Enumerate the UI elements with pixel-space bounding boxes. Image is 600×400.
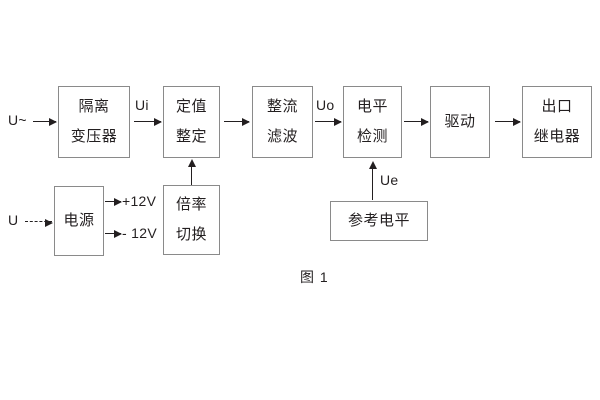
arrow-rail-negative — [105, 229, 122, 238]
arrow-input-ac-to-isolation-transformer — [33, 117, 57, 126]
block-output-relay-line2: 继电器 — [533, 128, 581, 145]
block-reference-level: 参考电平 — [330, 201, 428, 241]
signal-ue-label: Ue — [380, 172, 399, 188]
signal-ui-label: Ui — [135, 97, 149, 113]
block-level-detection-line1: 电平 — [356, 98, 388, 116]
block-level-detection-line2: 检测 — [356, 128, 388, 145]
arrow-rail-positive — [105, 197, 122, 206]
input-ac-label: U~ — [8, 112, 27, 128]
arrow-rectifier-filter-to-level-detection — [315, 117, 342, 126]
block-power-supply: 电源 — [54, 186, 104, 256]
arrow-drive-to-output-relay — [495, 117, 521, 126]
block-output-relay-line1: 出口 — [541, 98, 573, 116]
figure-caption: 图 1 — [300, 269, 329, 285]
input-dc-label: U — [8, 212, 19, 228]
block-level-detection: 电平 检测 — [343, 86, 402, 158]
block-reference-level-line1: 参考电平 — [347, 212, 410, 230]
block-power-supply-line1: 电源 — [63, 212, 95, 230]
rail-positive-label: +12V — [122, 193, 157, 209]
block-multiplier-switch-line1: 倍率 — [175, 196, 207, 214]
block-multiplier-switch-line2: 切换 — [175, 226, 207, 243]
arrow-input-dc-to-power-supply — [25, 218, 53, 227]
block-isolation-transformer-line1: 隔离 — [78, 98, 110, 116]
arrow-isolation-transformer-to-setting-value — [134, 117, 162, 126]
arrow-reference-level-to-level-detection — [368, 161, 377, 200]
arrow-setting-value-to-rectifier-filter — [224, 117, 250, 126]
block-multiplier-switch: 倍率 切换 — [163, 185, 220, 255]
block-setting-value-line2: 整定 — [175, 128, 207, 145]
block-isolation-transformer: 隔离 变压器 — [58, 86, 130, 158]
block-isolation-transformer-line2: 变压器 — [70, 128, 118, 145]
block-setting-value-line1: 定值 — [175, 98, 207, 116]
arrow-level-detection-to-drive — [404, 117, 429, 126]
rail-negative-label: - 12V — [122, 225, 157, 241]
block-rectifier-filter: 整流 滤波 — [252, 86, 313, 158]
block-rectifier-filter-line1: 整流 — [266, 98, 298, 116]
block-drive: 驱动 — [430, 86, 490, 158]
block-drive-line1: 驱动 — [444, 113, 476, 131]
block-setting-value: 定值 整定 — [163, 86, 220, 158]
arrow-multiplier-switch-to-setting-value — [187, 159, 196, 185]
block-rectifier-filter-line2: 滤波 — [266, 128, 298, 145]
signal-uo-label: Uo — [316, 97, 335, 113]
block-output-relay: 出口 继电器 — [522, 86, 592, 158]
